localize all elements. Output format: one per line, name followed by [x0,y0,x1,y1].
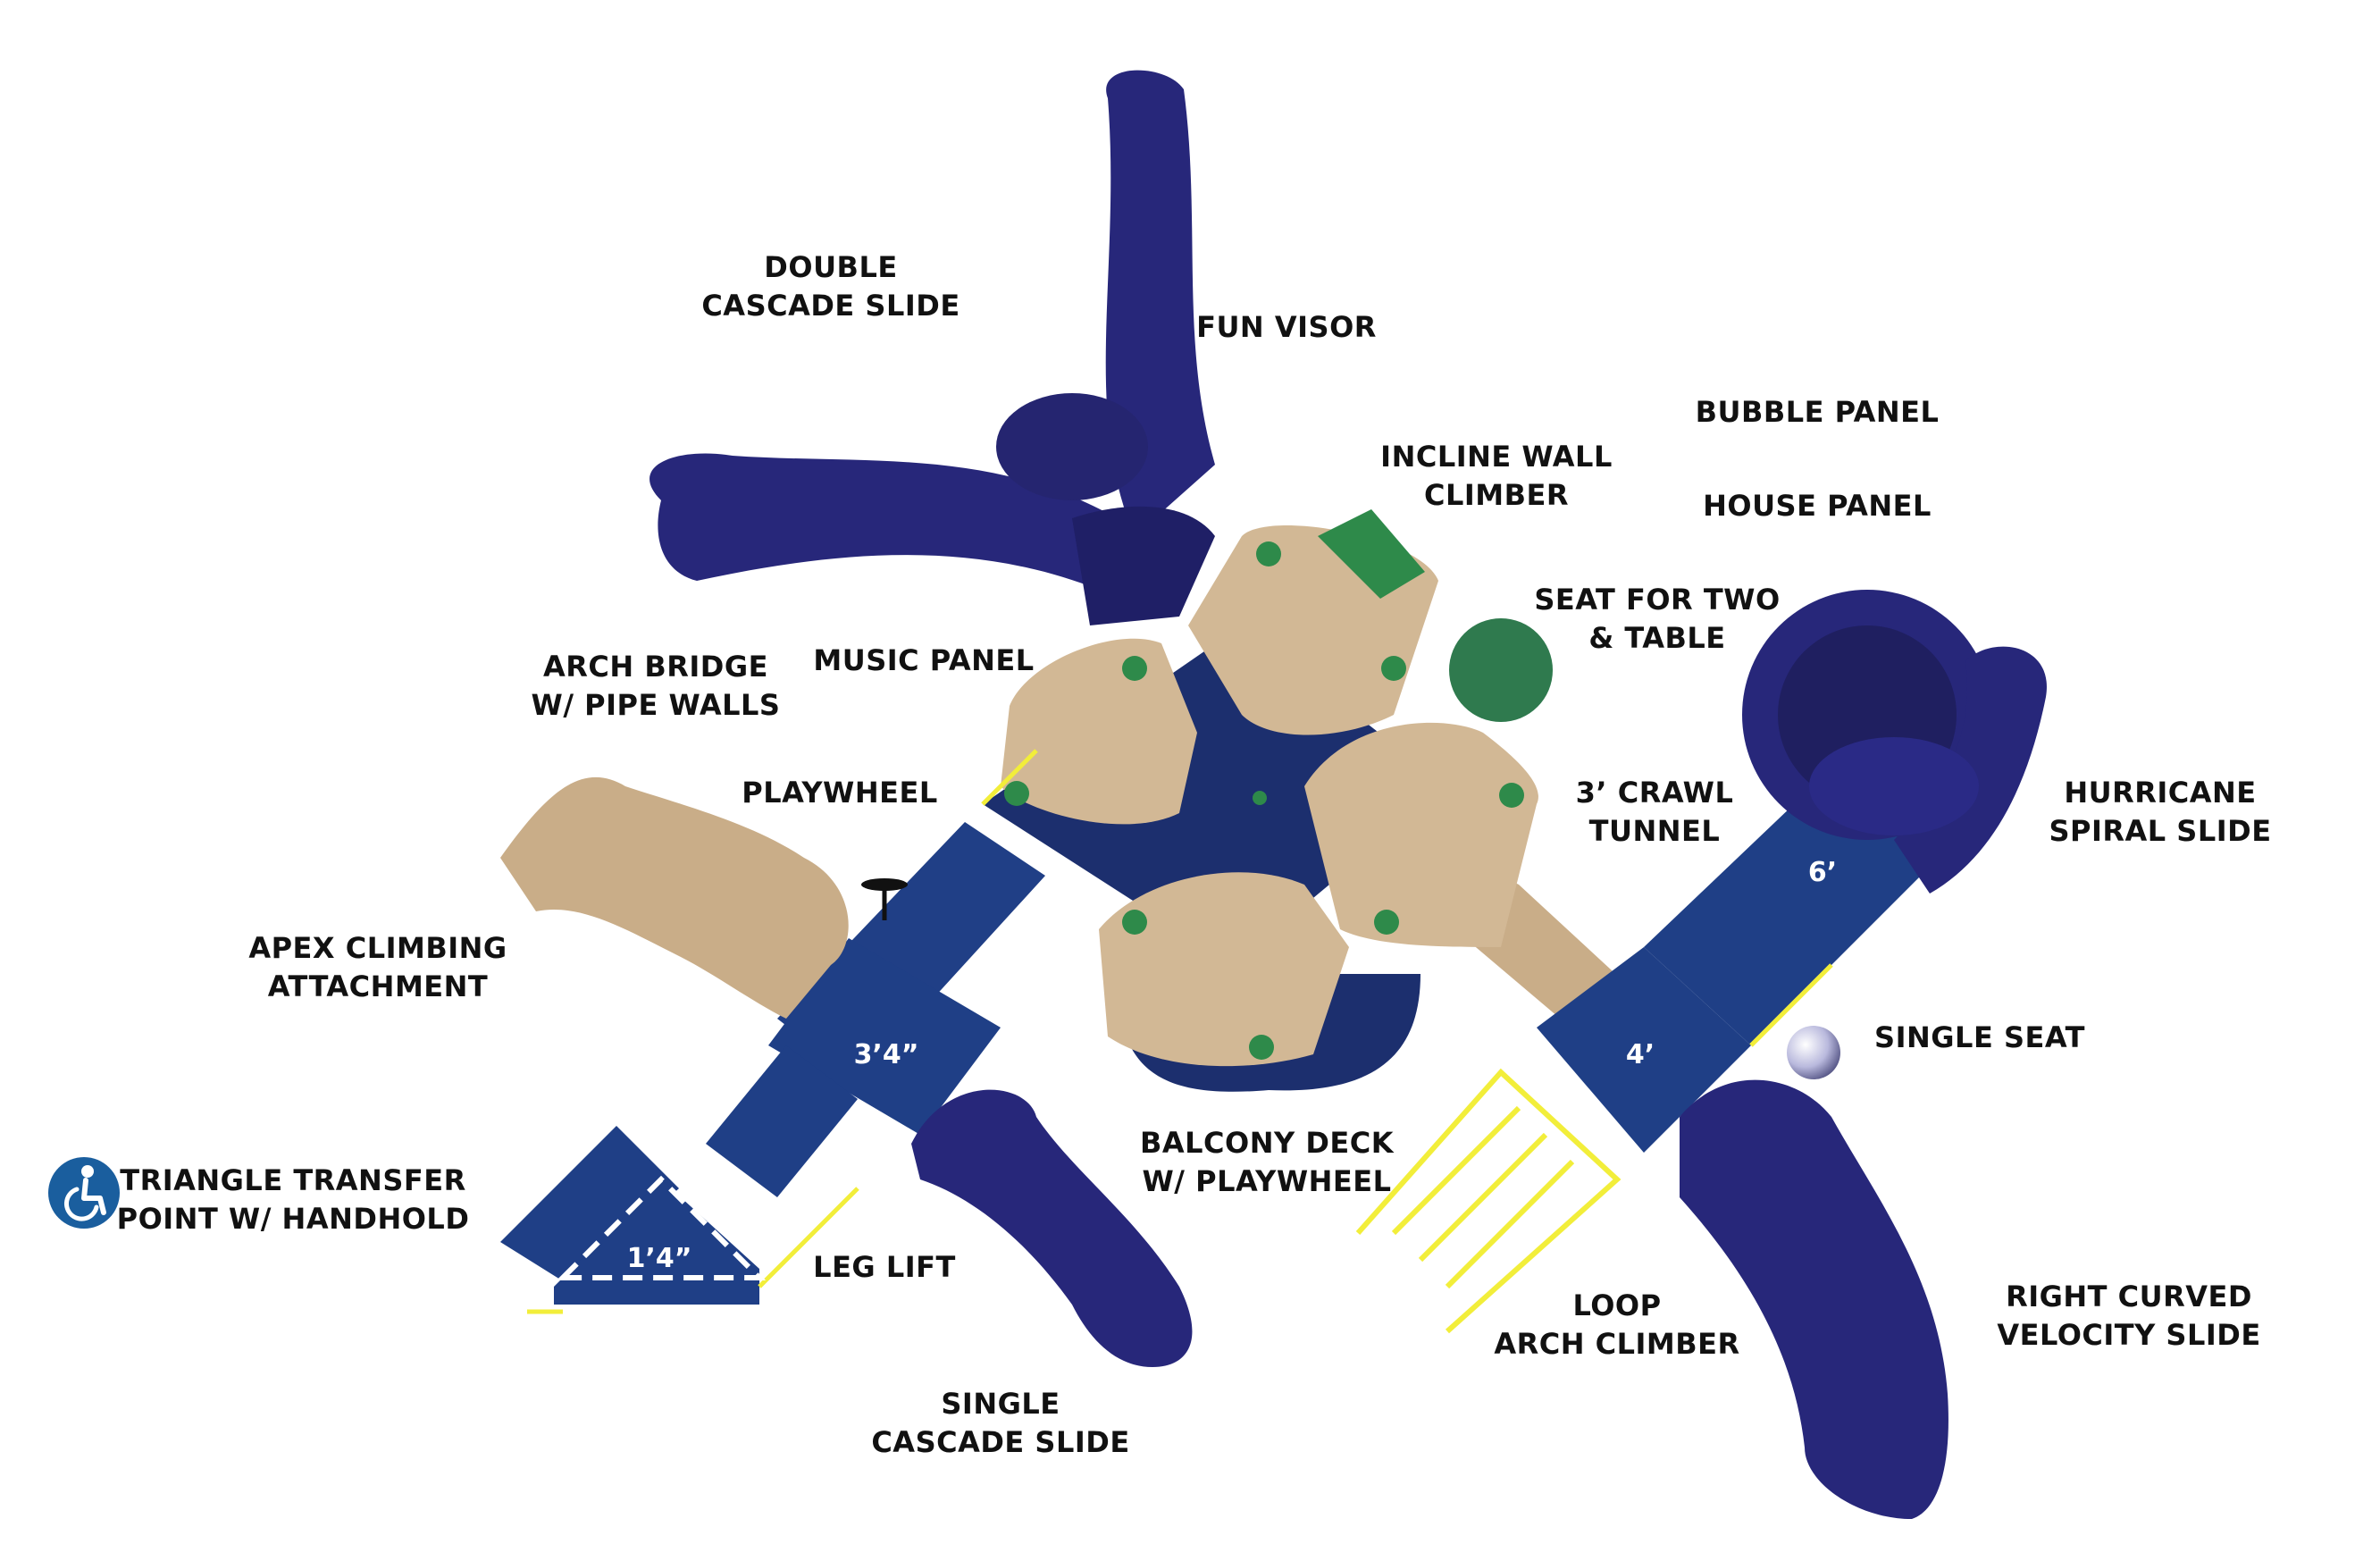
label-fun-visor: FUN VISOR [1196,310,1377,344]
double-cascade-slide-shape [649,70,1215,625]
playwheel-shape [861,878,908,920]
loop-arch-climber-shape [1355,1068,1622,1334]
label-playwheel: PLAYWHEEL [742,776,938,810]
hurricane-spiral-slide-shape [1742,590,2047,894]
label-leg-lift: LEG LIFT [813,1250,956,1284]
wheelchair-accessible-icon [48,1157,120,1229]
label-bubble-panel: BUBBLE PANEL [1695,395,1940,429]
label-music-panel: MUSIC PANEL [813,643,1035,677]
upper-right-deck-height: 6’ [1808,857,1837,888]
label-seat-for-two: SEAT FOR TWO& TABLE [1534,583,1781,655]
right-deck-height: 4’ [1626,1039,1655,1070]
label-single-seat: SINGLE SEAT [1874,1020,2085,1054]
transfer-dashed-outline [556,1175,767,1280]
seat-for-two-table-shape [1449,618,1553,722]
single-cascade-slide-shape [911,1089,1193,1367]
yellow-trim [527,749,1833,1314]
apex-climbing-attachment-shape [500,776,849,1019]
right-curved-velocity-slide-shape [1680,1079,1948,1519]
single-seat-shape [1787,1026,1840,1079]
incline-wall-climber-shape [1318,509,1425,599]
main-structure [500,525,1939,1305]
label-house-panel: HOUSE PANEL [1703,489,1932,523]
transfer-height: 1’4” [627,1243,692,1274]
left-deck-height: 3’4” [854,1039,919,1070]
